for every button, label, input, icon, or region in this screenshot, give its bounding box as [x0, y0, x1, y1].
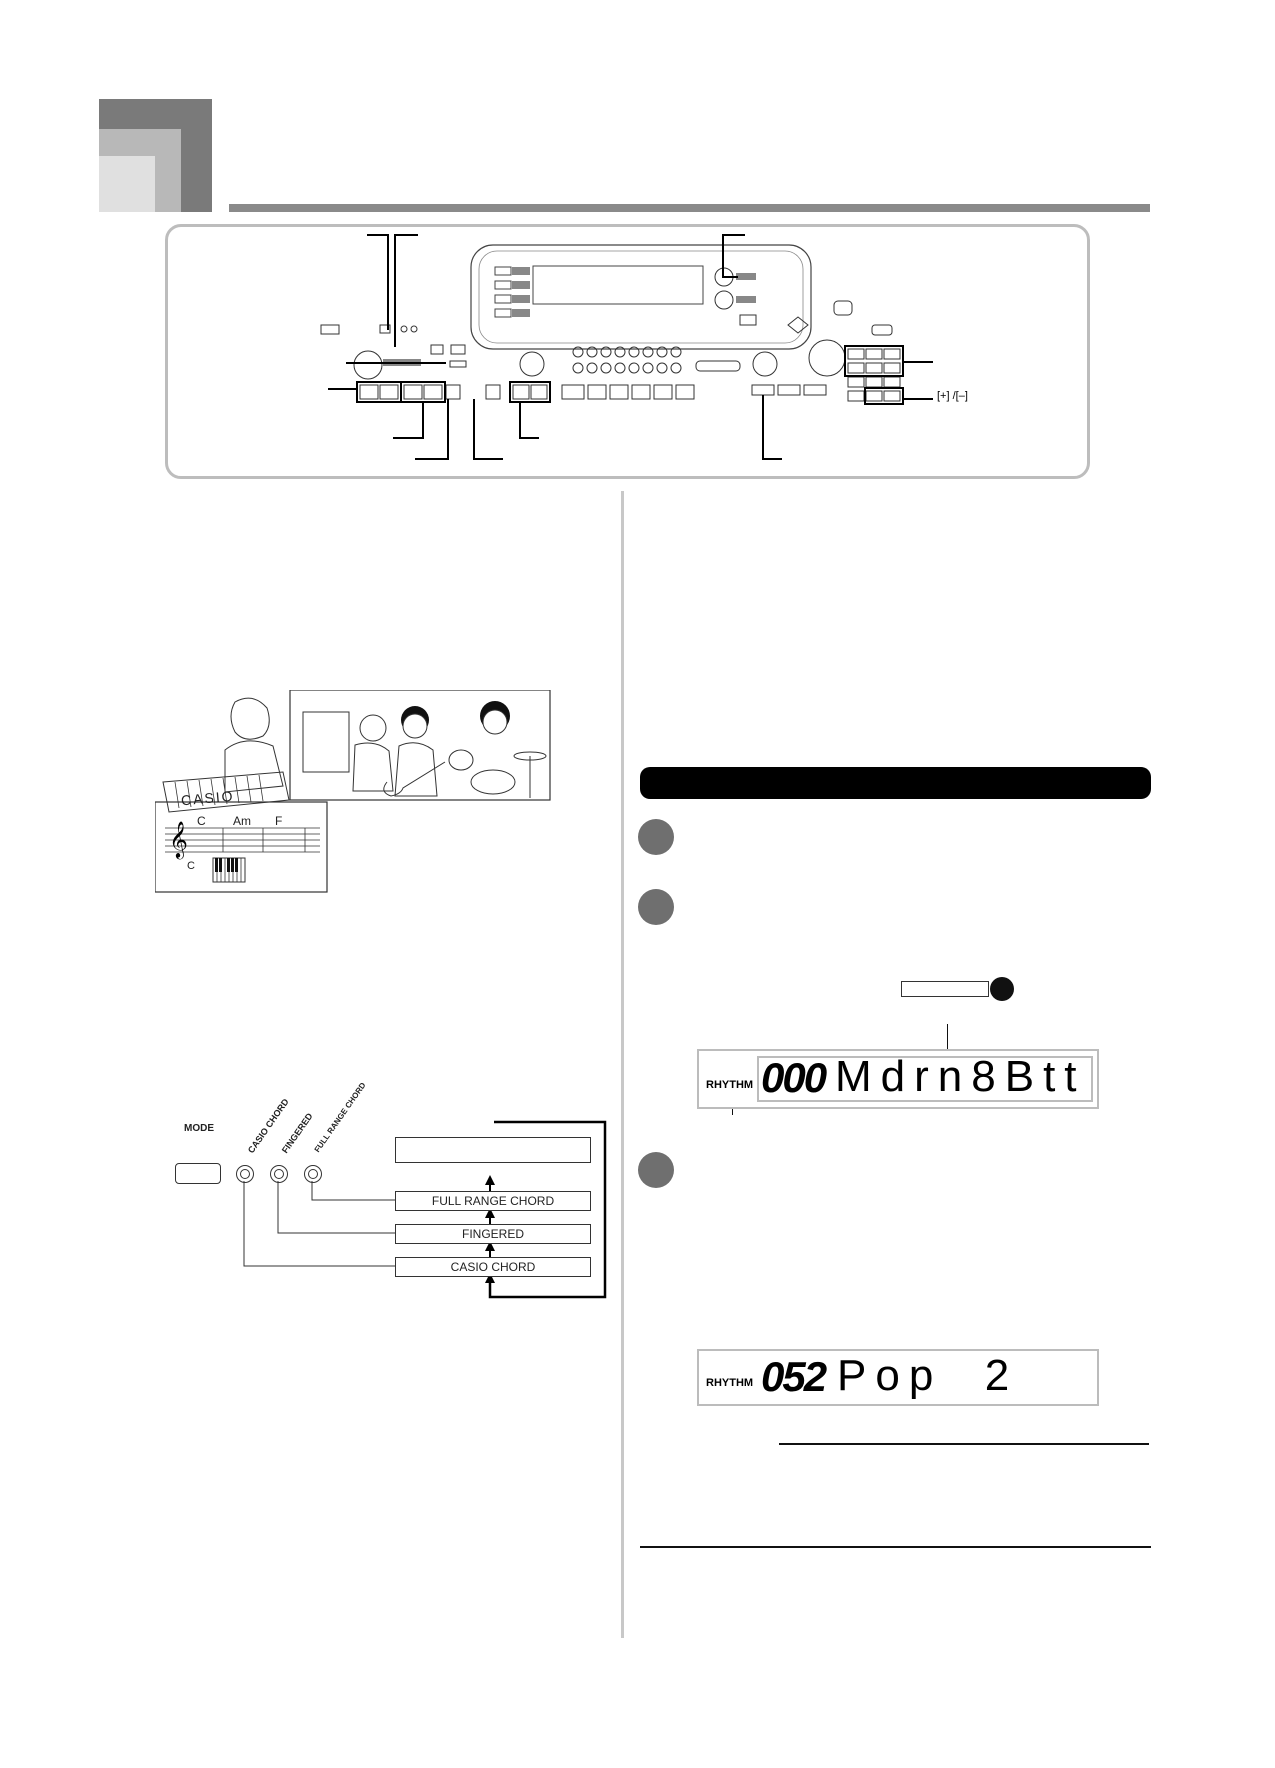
- keyboard-panel: [+] /[–]: [165, 224, 1090, 479]
- annotation-leader-top: [947, 1024, 948, 1052]
- mode-box-fingered: FINGERED: [395, 1224, 591, 1244]
- lcd-display-1: RHYTHM 000 Mdrn8Btt: [697, 1049, 1099, 1109]
- lcd-1-tag: RHYTHM: [706, 1079, 754, 1091]
- bottom-chord-label: C: [187, 860, 195, 872]
- display-annotation-box: [901, 981, 989, 997]
- chord-label-3: F: [275, 814, 283, 828]
- mode-box-top: [395, 1137, 591, 1163]
- chord-label-2: Am: [233, 814, 251, 828]
- lcd-display-2: RHYTHM 052 Pop 2: [697, 1349, 1099, 1406]
- lcd-1-number: 000: [761, 1054, 827, 1101]
- mode-box-full-range: FULL RANGE CHORD: [395, 1191, 591, 1211]
- led-fingered: [270, 1165, 288, 1183]
- mode-button[interactable]: [175, 1163, 221, 1184]
- lcd-2-name: Pop 2: [837, 1351, 1019, 1400]
- lcd-1-name: Mdrn8Btt: [835, 1052, 1086, 1101]
- lcd-2-number: 052: [761, 1353, 827, 1400]
- mode-diagram: MODE CASIO CHORD FINGERED FULL RANGE CHO…: [170, 1081, 610, 1310]
- band-drawing: 𝄞: [155, 690, 551, 893]
- note-rule: [779, 1443, 1149, 1445]
- bottom-rule: [640, 1546, 1151, 1548]
- keyboard-diagram: [320, 234, 933, 460]
- led-casio-chord: [236, 1165, 254, 1183]
- lcd-1-inner: [757, 1056, 1093, 1102]
- section-heading-bar: [640, 767, 1151, 799]
- header-rule: [229, 204, 1150, 212]
- mode-box-casio-chord: CASIO CHORD: [395, 1257, 591, 1277]
- header-block-light: [99, 156, 155, 212]
- step-1-circle: [638, 819, 674, 855]
- step-2-circle: [638, 889, 674, 925]
- led-full-range-chord: [304, 1165, 322, 1183]
- lcd-2-tag: RHYTHM: [706, 1377, 754, 1389]
- treble-clef: 𝄞: [169, 820, 188, 859]
- band-illustration: 𝄞 CASIO C Am F C: [155, 690, 555, 895]
- step-3-circle: [638, 1152, 674, 1188]
- display-annotation-dot: [990, 977, 1014, 1001]
- mode-label: MODE: [184, 1123, 214, 1134]
- chord-label-1: C: [197, 814, 206, 828]
- column-divider: [621, 491, 624, 1638]
- plus-minus-label: [+] /[–]: [937, 390, 968, 402]
